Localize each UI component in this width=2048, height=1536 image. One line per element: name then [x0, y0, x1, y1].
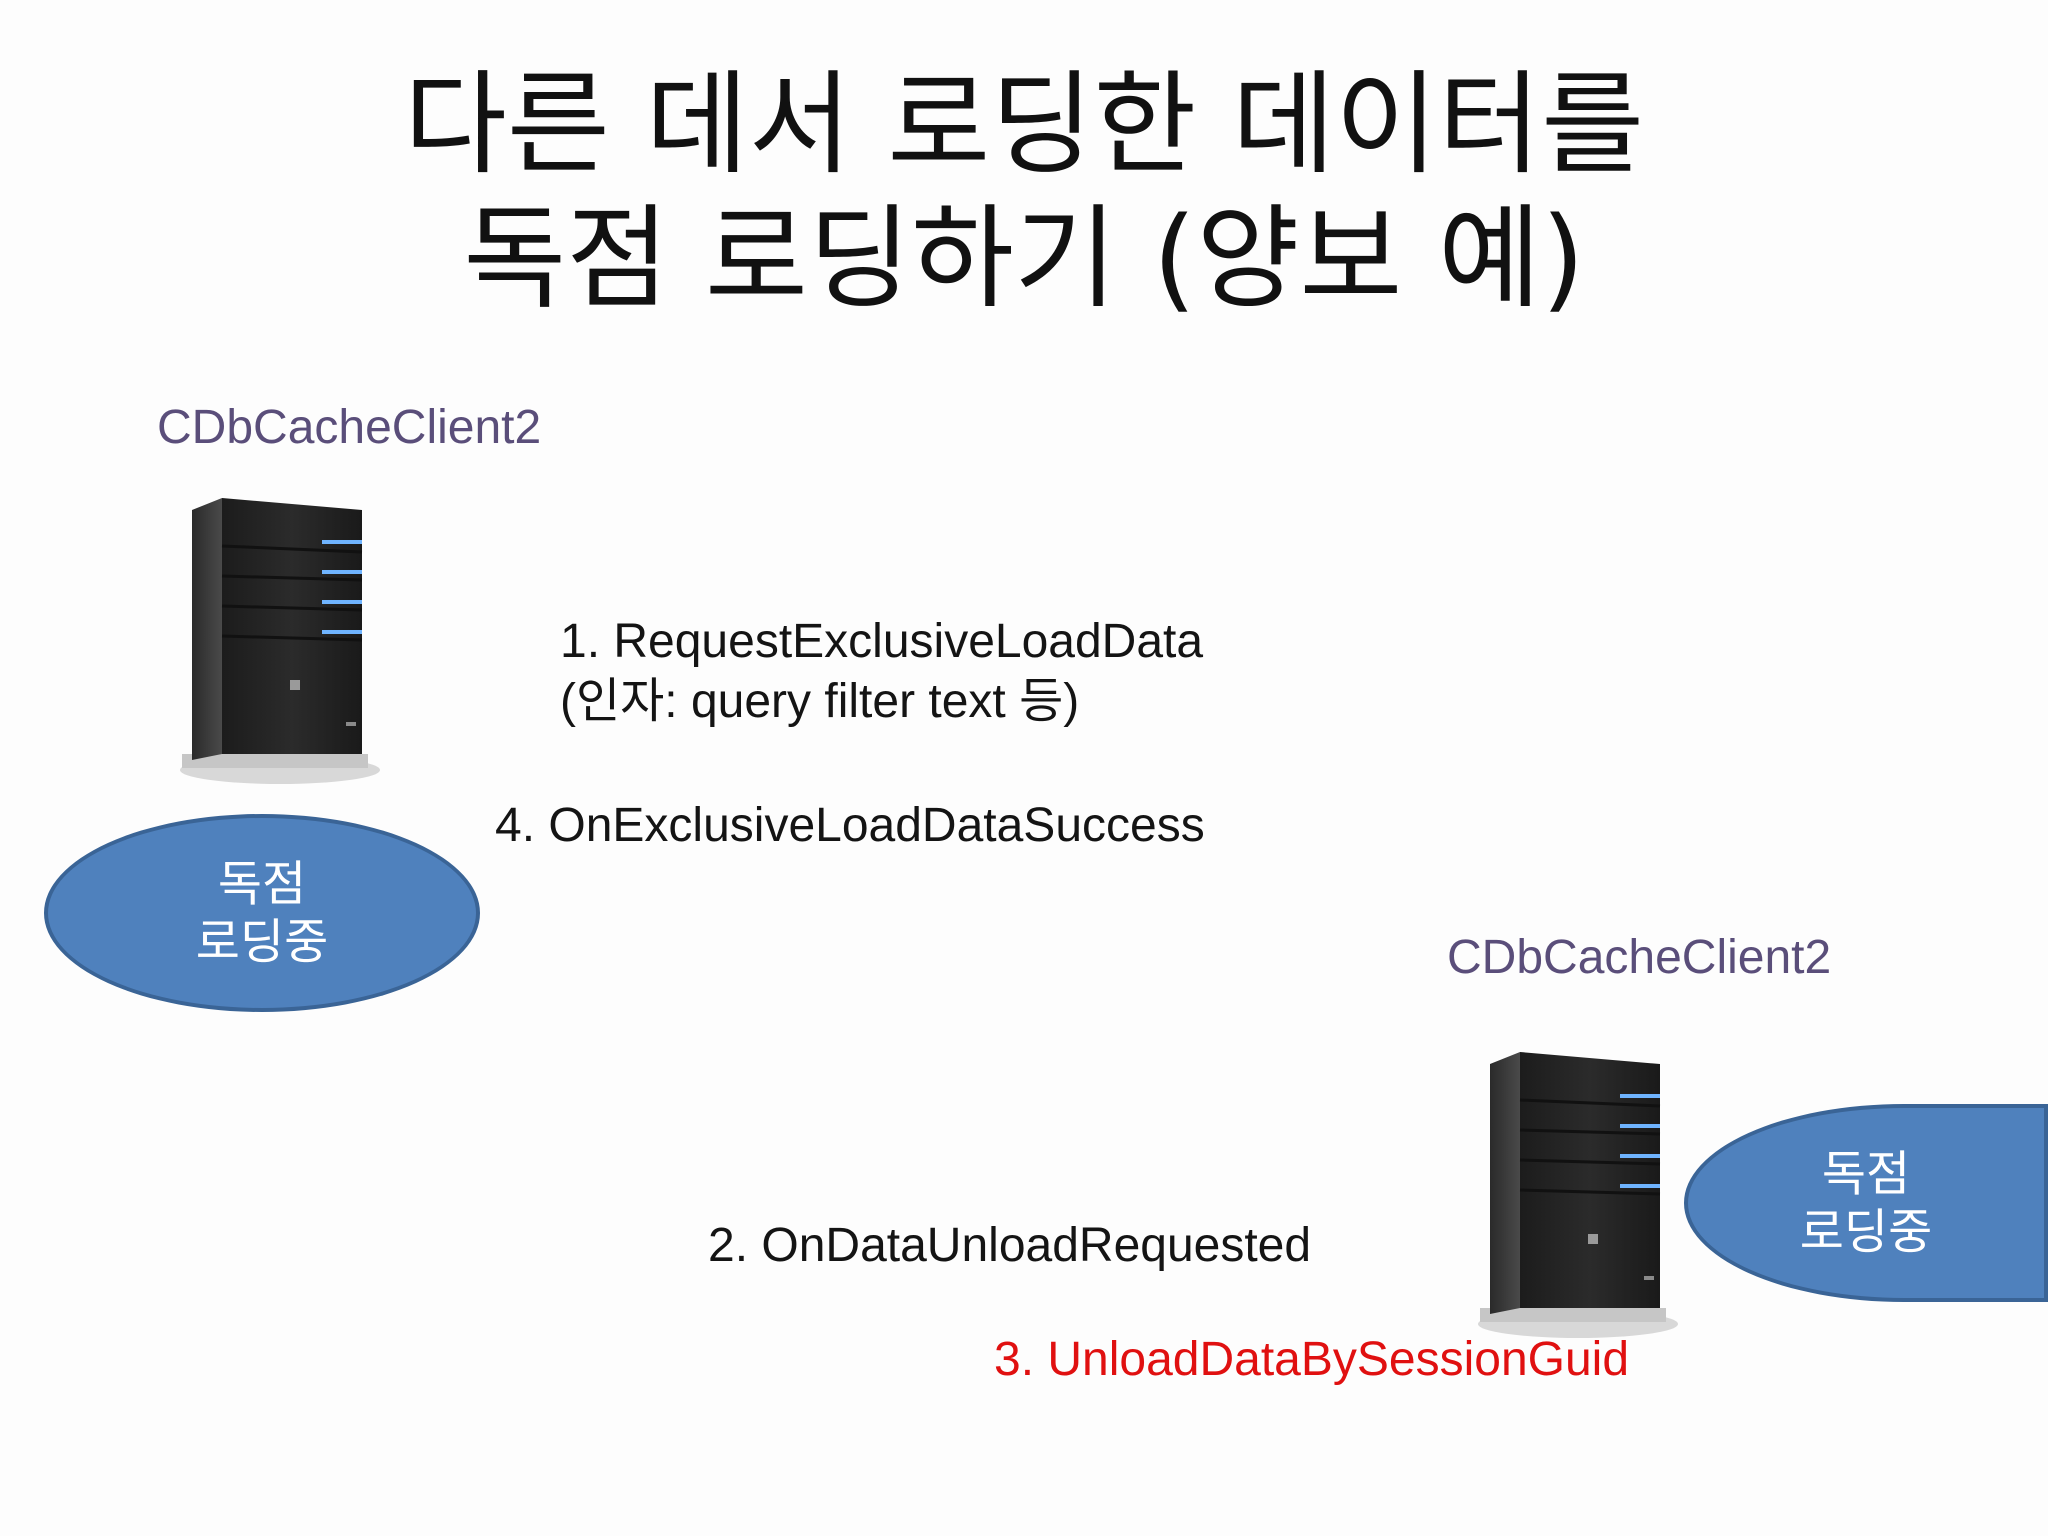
- client-2-status-ellipse: 독점 로딩중: [1684, 1104, 2048, 1302]
- step-2: 2. OnDataUnloadRequested: [708, 1219, 1312, 1272]
- title-line-1: 다른 데서 로딩한 데이터를: [403, 60, 1645, 190]
- step-3: 3. UnloadDataBySessionGuid: [994, 1333, 1630, 1386]
- client-1-status-line-1: 독점: [217, 856, 307, 912]
- step-4: 4. OnExclusiveLoadDataSuccess: [495, 799, 1205, 852]
- client-2-label: CDbCacheClient2: [1447, 931, 1832, 984]
- client-1-status-line-2: 로딩중: [195, 914, 329, 970]
- server-tower-icon: [1478, 1052, 1678, 1338]
- server-tower-icon: [180, 498, 380, 784]
- step-1-line-2: (인자: query filter text 등): [560, 675, 1080, 728]
- client-2-status-line-2: 로딩중: [1799, 1204, 1933, 1260]
- client-2-status-line-1: 독점: [1821, 1146, 1911, 1202]
- client-1-status-ellipse: 독점 로딩중: [44, 814, 480, 1012]
- client-1-label: CDbCacheClient2: [157, 401, 542, 454]
- step-1-line-1: 1. RequestExclusiveLoadData: [560, 615, 1204, 668]
- slide-title: 다른 데서 로딩한 데이터를 독점 로딩하기 (양보 예): [0, 58, 2048, 326]
- title-line-2: 독점 로딩하기 (양보 예): [463, 194, 1585, 324]
- step-1: 1. RequestExclusiveLoadData (인자: query f…: [560, 612, 1203, 732]
